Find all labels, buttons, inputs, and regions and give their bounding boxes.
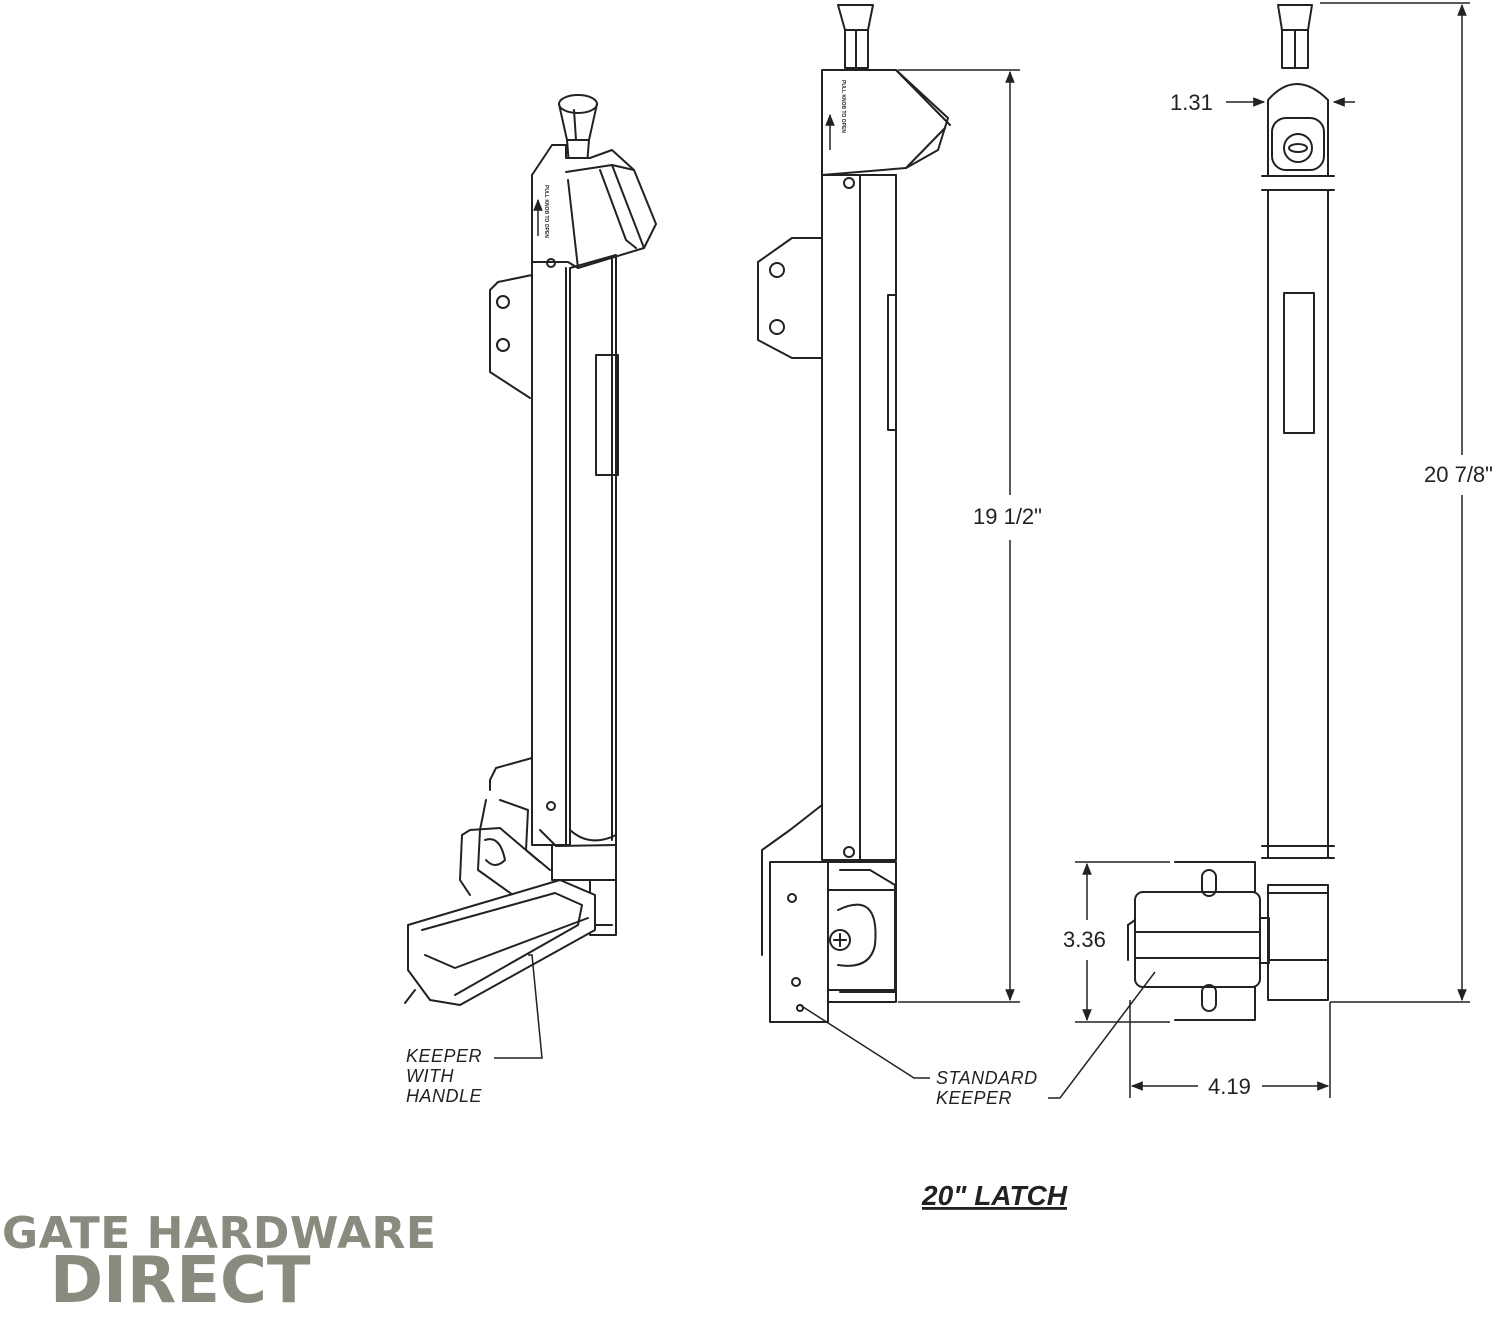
dim-line-body-height <box>898 69 1020 1003</box>
latch-head <box>531 144 657 269</box>
knob-width-label: 1.31 <box>1170 90 1213 115</box>
dim-line-overall-height <box>1320 2 1470 1003</box>
pull-arrow-icon <box>533 113 835 236</box>
side-tube <box>821 174 897 861</box>
mounting-bracket <box>489 274 533 791</box>
side-knob-icon <box>837 4 874 69</box>
keeper-height-label: 3.36 <box>1063 927 1106 952</box>
standard-keeper-callout: STANDARD KEEPER <box>936 1068 1038 1108</box>
decal-text: PULL KNOB TO OPEN <box>543 185 549 238</box>
lock-head <box>1261 83 1335 191</box>
drawing-title: 20" LATCH <box>921 1180 1068 1211</box>
leader-lines <box>494 954 1156 1099</box>
side-view <box>757 4 951 1023</box>
callout-line: STANDARD <box>936 1068 1038 1088</box>
decal-text-side: PULL KNOB TO OPEN <box>840 80 846 133</box>
isometric-view <box>404 94 657 1006</box>
overall-height-label: 20 7/8" <box>1424 462 1493 487</box>
keeper-with-handle-callout: KEEPER WITH HANDLE <box>406 1046 483 1106</box>
side-standard-keeper <box>761 804 897 1023</box>
front-knob-icon <box>1277 4 1313 69</box>
brand-logo-line2: DIRECT <box>50 1244 311 1318</box>
callout-line: KEEPER <box>406 1046 482 1066</box>
side-bracket <box>757 237 823 359</box>
dim-line-keeper-width <box>1129 1000 1331 1098</box>
callout-line: KEEPER <box>936 1088 1012 1108</box>
front-view <box>1127 4 1335 1021</box>
callout-line: WITH <box>406 1066 454 1086</box>
front-keeper <box>1127 861 1329 1021</box>
front-tube <box>1261 189 1335 859</box>
body-height-label: 19 1/2" <box>973 504 1042 529</box>
keeper-with-handle <box>404 799 596 1006</box>
keeper-width-label: 4.19 <box>1208 1074 1251 1099</box>
callout-line: HANDLE <box>406 1086 483 1106</box>
brand-logo-line1: GATE HARDWARE <box>2 1208 437 1259</box>
latch-tube <box>531 254 619 846</box>
dim-line-keeper-height <box>1075 861 1170 1023</box>
